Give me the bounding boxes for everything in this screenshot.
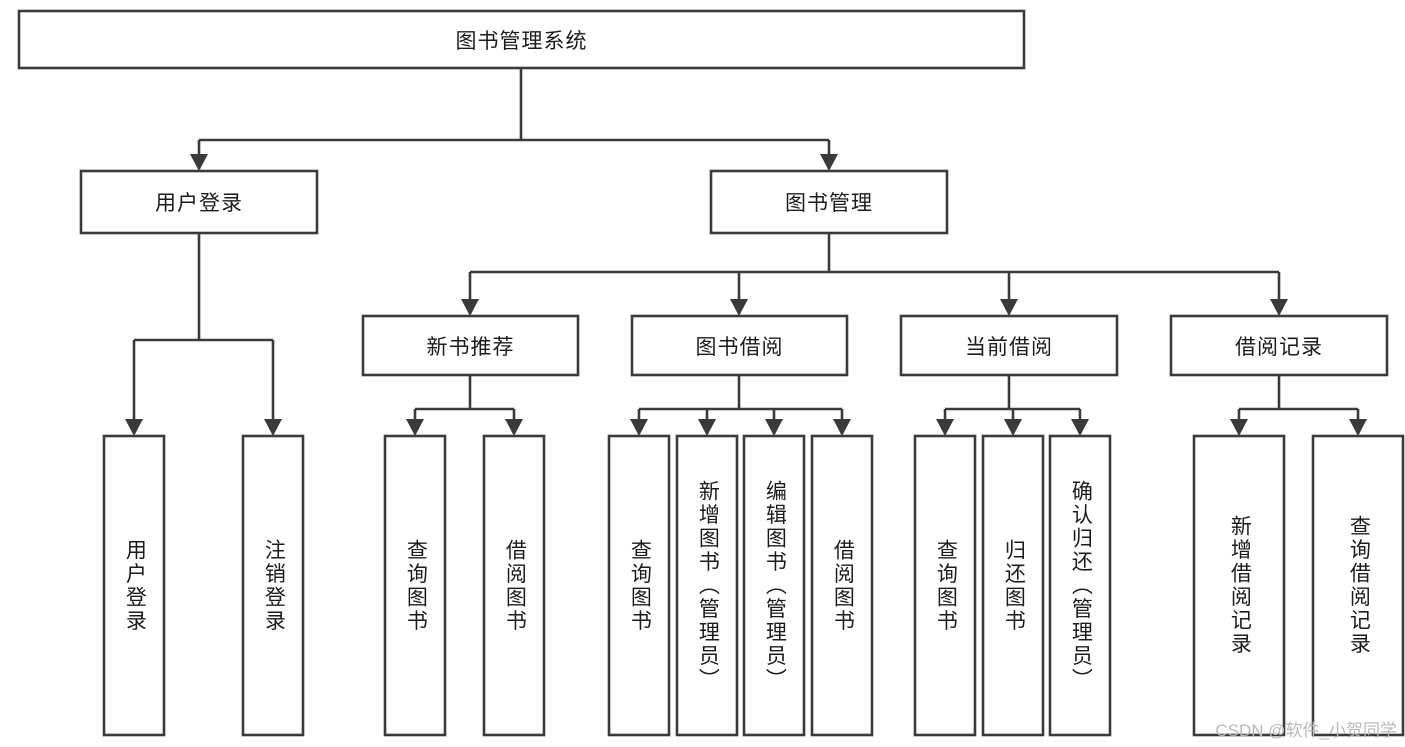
leaf-node-box-11[interactable] [1192,434,1286,737]
root-to-level1-arrow-1 [820,154,838,171]
level1-node-box-0[interactable] [79,169,319,235]
leaf-node-box-9[interactable] [981,434,1045,737]
book-manage-to-level2-arrow-3 [1270,299,1288,316]
leaf-node-box-8[interactable] [913,434,977,737]
level2-node-box-0[interactable] [361,314,580,377]
level2-1-to-leaves-arrow-0 [630,419,648,436]
root-to-level1-arrow-0 [190,154,208,171]
level2-0-to-leaves-arrow-0 [406,419,424,436]
level2-1-to-leaves-arrow-1 [698,419,716,436]
level2-3-to-leaves-arrow-0 [1230,419,1248,436]
leaf-node-box-7[interactable] [810,434,874,737]
leaf-node-box-10[interactable] [1048,434,1112,737]
leaf-node-box-1[interactable] [241,434,305,737]
level2-0-to-leaves-arrow-1 [505,419,523,436]
level2-1-to-leaves-arrow-3 [833,419,851,436]
book-manage-to-level2-arrow-0 [461,299,479,316]
leaf-node-box-4[interactable] [607,434,671,737]
leaf-node-box-12[interactable] [1311,434,1405,737]
leaf-node-box-2[interactable] [383,434,447,737]
level2-2-to-leaves-arrow-2 [1071,419,1089,436]
user-login-to-leaves-arrow-1 [264,419,282,436]
leaf-node-box-6[interactable] [742,434,806,737]
level1-node-box-1[interactable] [709,169,949,235]
level2-node-box-3[interactable] [1169,314,1389,377]
book-manage-to-level2-arrow-1 [730,299,748,316]
leaf-node-box-5[interactable] [675,434,739,737]
root-node-box[interactable] [17,9,1026,70]
book-manage-to-level2-arrow-2 [1000,299,1018,316]
level2-3-to-leaves-arrow-1 [1349,419,1367,436]
leaf-node-box-3[interactable] [482,434,546,737]
level2-1-to-leaves-arrow-2 [765,419,783,436]
level2-2-to-leaves-arrow-1 [1004,419,1022,436]
level2-node-box-1[interactable] [630,314,849,377]
level2-node-box-2[interactable] [899,314,1119,377]
user-login-to-leaves-arrow-0 [125,419,143,436]
level2-2-to-leaves-arrow-0 [936,419,954,436]
leaf-node-box-0[interactable] [102,434,166,737]
